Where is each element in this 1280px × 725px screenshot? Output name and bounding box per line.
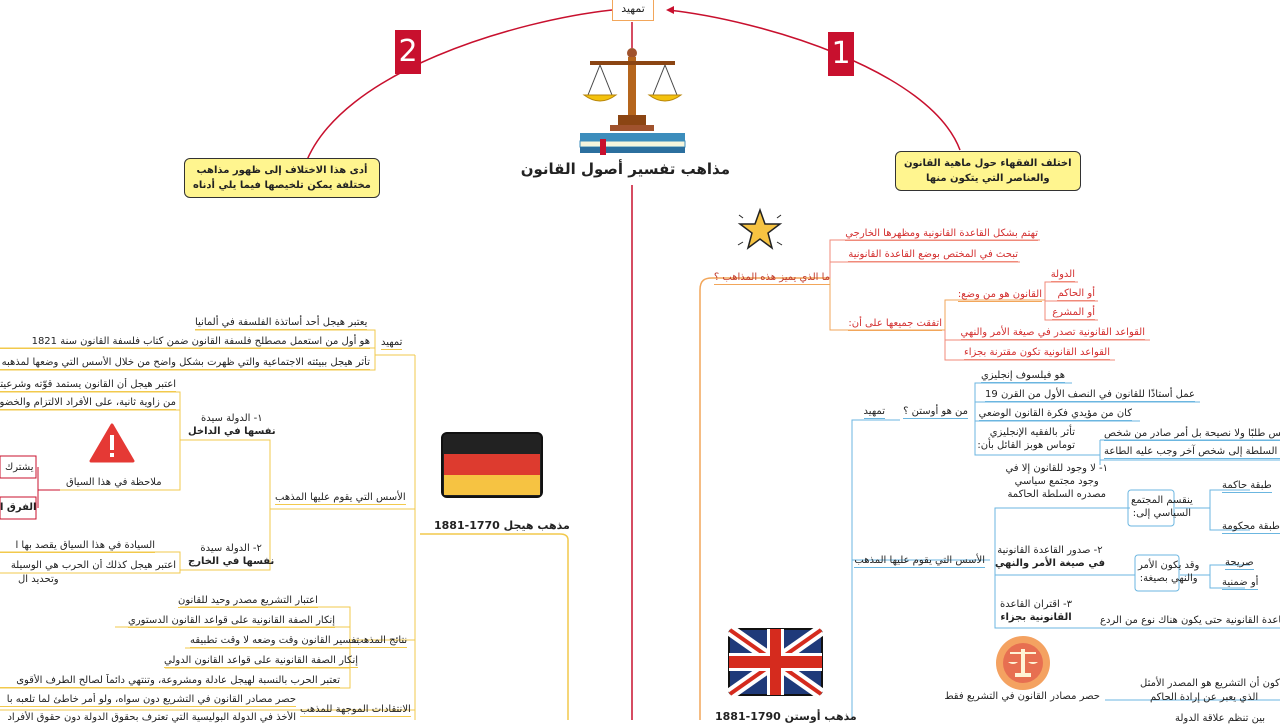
info-box-right-line-1: اختلف الفقهاء حول ماهية القانون [904, 158, 1072, 169]
number-badge-2: 2 [395, 30, 421, 74]
note-item-2[interactable]: الفرق ا [0, 502, 37, 513]
agree-node[interactable]: اتفقت جميعها على أن: [848, 318, 942, 331]
form-explicit[interactable]: صريحة [1225, 557, 1254, 570]
q-item-2[interactable]: تبحث في المختص بوضع القاعدة القانونية [848, 249, 1018, 262]
maker-state[interactable]: الدولة [1050, 269, 1075, 282]
context-note[interactable]: ملاحظة في هذا السياق [66, 477, 162, 488]
result-item-1[interactable]: اعتبار التشريع مصدر وحيد للقانون [178, 595, 318, 608]
foundation-1-line-1: ١- لا وجود للقانون إلا في [1005, 463, 1108, 474]
maker-ruler[interactable]: أو الحاكم [1057, 288, 1095, 301]
command-form[interactable]: وقد يكون الأمر والنهي بصيغة: [1138, 559, 1199, 585]
internal-item-2[interactable]: من زاوية ثانية، على الأفراد الالتزام وال… [0, 397, 176, 410]
warning-icon [89, 423, 135, 463]
austin-item-3[interactable]: كان من مؤيدي فكرة القانون الوضعي [978, 408, 1132, 421]
state-internal-line-2: نفسها في الداخل [188, 426, 276, 437]
foundation-3-note[interactable]: القاعدة القانونية حتى يكون هناك نوع من ا… [1100, 615, 1280, 626]
society-division[interactable]: ينقسم المجتمع السياسي إلى: [1131, 494, 1193, 520]
influenced-line-1: تأثر بالفقيه الإنجليزي [989, 427, 1075, 438]
maker-legislator[interactable]: أو المشرع [1052, 307, 1095, 320]
result-item-2[interactable]: إنكار الصفة القانونية على قواعد القانون … [128, 615, 336, 628]
scales-of-justice-icon [579, 48, 686, 155]
state-external[interactable]: ٢- الدولة سيدة نفسها في الخارج [188, 542, 274, 568]
hegel-intro[interactable]: تمهيد [381, 337, 403, 350]
foundation-1-line-2: وجود مجتمع سياسي [1014, 476, 1099, 487]
hegel-intro-item-2[interactable]: هو أول من استعمل مصطلح فلسفة القانون ضمن… [0, 335, 370, 349]
q-item-1[interactable]: تهتم بشكل القاعدة القانونية ومظهرها الخا… [845, 228, 1038, 241]
distinguish-question[interactable]: ما الذي يميز هذه المذاهب ؟ [713, 272, 830, 285]
external-item-2[interactable]: اعتبر هيجل كذلك أن الحرب هي الوسيلة [10, 560, 176, 571]
society-line-2: السياسي إلى: [1132, 508, 1192, 519]
foundation-2[interactable]: ٢- صدور القاعدة القانونية في صيغة الأمر … [995, 544, 1105, 570]
foundation-3-line-2: القانونية بجزاء [1000, 612, 1072, 623]
center-title: مذاهب تفسير أصول القانون [520, 160, 730, 178]
germany-flag-icon [441, 432, 543, 498]
hegel-school-title: مذهب هيجل 1770-1881 [434, 519, 570, 532]
law-maker-node[interactable]: القانون هو من وضع: [957, 289, 1042, 302]
info-box-left-line-2: مختلفة يمكن تلخيصها فيما يلي أدناه [193, 180, 371, 191]
hegel-intro-item-1[interactable]: يعتبر هيجل أحد أساتذة الفلسفة في ألمانيا [195, 317, 368, 330]
society-line-1: ينقسم المجتمع [1131, 495, 1193, 506]
result-item-4[interactable]: إنكار الصفة القانونية على قواعد القانون … [164, 655, 359, 668]
state-external-line-2: نفسها في الخارج [188, 556, 275, 567]
command-line-2: والنهي بصيغة: [1139, 573, 1198, 584]
state-internal-line-1: ١- الدولة سيدة [201, 413, 263, 424]
command-line-1: وقد يكون الأمر [1138, 560, 1200, 571]
hegel-results[interactable]: نتائج المذهب [354, 635, 408, 648]
austin-foundations[interactable]: الأسس التي يقوم عليها المذهب [854, 555, 985, 568]
info-box-left-line-1: أدى هذا الاختلاف إلى ظهور مذاهب [196, 165, 368, 176]
austin-item-2[interactable]: عمل أستاذًا للقانون في النصف الأول من ال… [985, 389, 1195, 402]
foundation-1-line-3: مصدره السلطة الحاكمة [1007, 489, 1106, 500]
state-internal[interactable]: ١- الدولة سيدة نفسها في الداخل [188, 412, 276, 438]
hegel-intro-item-3[interactable]: تأثر هيجل ببيئته الاجتماعية والتي ظهرت ب… [0, 357, 370, 370]
external-item-1[interactable]: السيادة في هذا السياق يقصد بها ا [0, 539, 155, 553]
star-icon [737, 207, 783, 250]
foundation-3[interactable]: ٣- اقتران القاعدة القانونية بجزاء [1000, 598, 1072, 624]
hegel-critique[interactable]: الانتقادات الموجهة للمذهب [300, 704, 411, 717]
state-external-line-1: ٢- الدولة سيدة [200, 543, 262, 554]
limit-item-1[interactable]: كون أن التشريع هو المصدر الأمثل [1140, 678, 1280, 689]
class-ruled[interactable]: طبقة محكومة [1222, 521, 1280, 534]
limit-item-3[interactable]: بين تنظم علاقة الدولة [1175, 713, 1265, 724]
foundation-2-line-1: ٢- صدور القاعدة القانونية [997, 545, 1103, 556]
critique-item-2[interactable]: الأخذ في الدولة البوليسية التي تعترف بحق… [7, 712, 296, 723]
hobbes-item-2[interactable]: له السلطة إلى شخص آخر وجب عليه الطاعة [1104, 445, 1280, 459]
foundation-2-line-2: في صيغة الأمر والنهي [994, 558, 1105, 569]
critique-item-1[interactable]: حصر مصادر القانون في التشريع دون سواه، و… [0, 693, 296, 707]
austin-intro[interactable]: تمهيد [863, 406, 885, 419]
note-item-1[interactable]: يشترك [5, 462, 34, 473]
rule-2[interactable]: القواعد القانونية تكون مقترنة بجزاء [964, 347, 1110, 360]
influenced-node[interactable]: تأثر بالفقيه الإنجليزي توماس هوبز القائل… [977, 426, 1075, 452]
foundation-3-line-1: ٣- اقتران القاعدة [1000, 599, 1072, 610]
hegel-foundations[interactable]: الأسس التي يقوم عليها المذهب [275, 492, 406, 505]
austin-item-1[interactable]: هو فيلسوف إنجليزي [980, 370, 1065, 383]
internal-item-1[interactable]: اعتبر هيجل أن القانون يستمد قوّته وشرعيت… [0, 379, 176, 392]
foundation-1[interactable]: ١- لا وجود للقانون إلا في وجود مجتمع سيا… [1005, 462, 1108, 501]
limit-item-2[interactable]: الذي يعبر عن إرادة الحاكم [1150, 692, 1259, 703]
limit-node[interactable]: حصر مصادر القانون في التشريع فقط [944, 691, 1100, 702]
number-badge-1: 1 [828, 32, 854, 76]
justice-badge-icon [996, 636, 1050, 690]
who-is-austin[interactable]: من هو أوستن ؟ [903, 406, 968, 419]
uk-flag-icon [728, 628, 823, 696]
result-item-3[interactable]: تفسير القانون وقت وضعه لا وقت تطبيقه [190, 635, 360, 648]
class-ruling[interactable]: طبقة حاكمة [1222, 480, 1272, 493]
form-implicit[interactable]: أو ضمنية [1222, 577, 1259, 590]
austin-school-title: مذهب أوستن 1790-1881 [715, 710, 857, 723]
result-item-5[interactable]: تعتبر الحرب بالنسبة لهيجل عادلة ومشروعة،… [0, 674, 340, 688]
rule-1[interactable]: القواعد القانونية تصدر في صيغة الأمر وال… [960, 327, 1145, 340]
hobbes-item-1[interactable]: القانون ليس طلبًا ولا نصيحة بل أمر صادر … [1104, 427, 1280, 441]
info-box-right: اختلف الفقهاء حول ماهية القانون والعناصر… [895, 151, 1081, 191]
info-box-left: أدى هذا الاختلاف إلى ظهور مذاهب مختلفة ي… [184, 158, 380, 198]
intro-node[interactable]: تمهيد [612, 0, 654, 21]
info-box-right-line-2: والعناصر التي يتكون منها [925, 173, 1050, 184]
external-item-3[interactable]: وتحديد ال [18, 574, 59, 585]
influenced-line-2: توماس هوبز القائل بأن: [977, 440, 1075, 451]
